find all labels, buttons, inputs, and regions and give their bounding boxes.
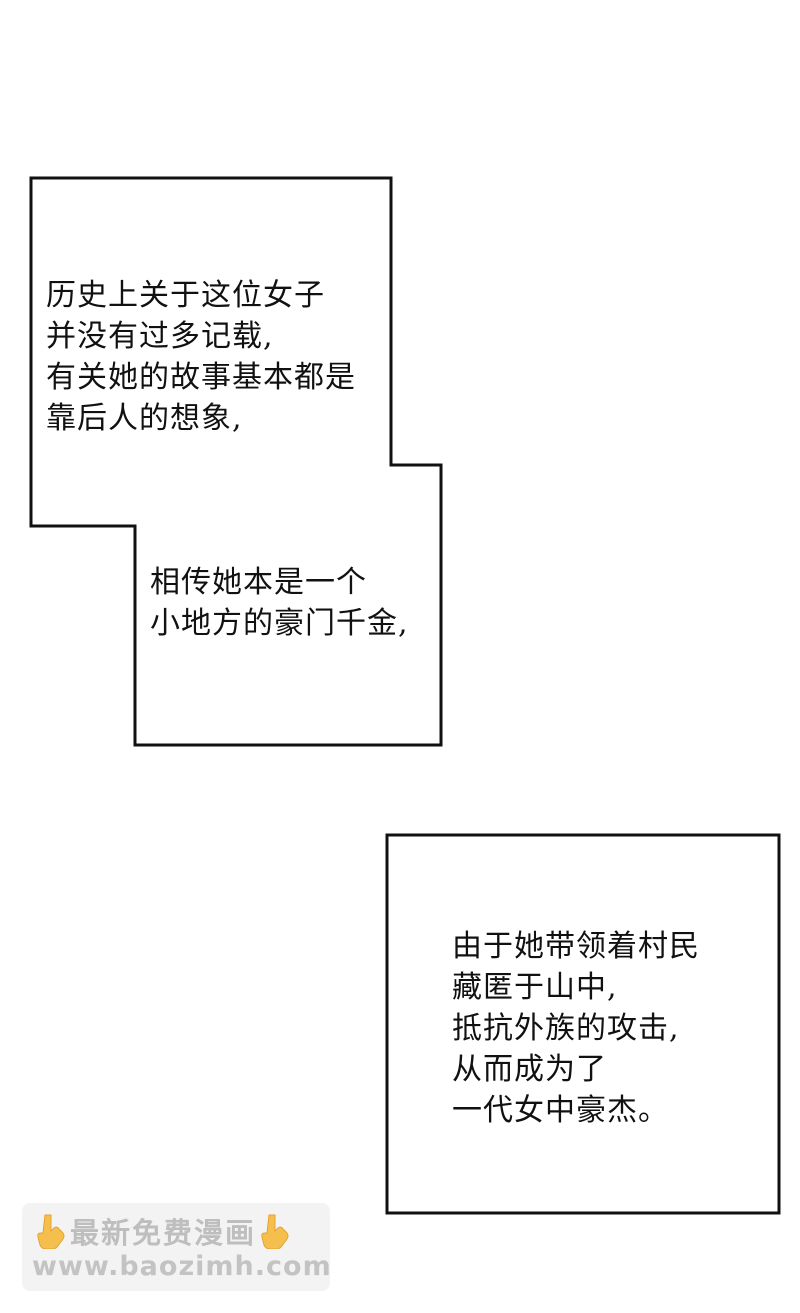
caption-line: 一代女中豪杰。 <box>452 1093 669 1128</box>
caption-line: 小地方的豪门千金, <box>150 606 409 641</box>
watermark-line-2: www.baozimh.com <box>32 1251 332 1282</box>
caption-line: 抵抗外族的攻击, <box>452 1011 680 1046</box>
caption-line: 靠后人的想象, <box>46 401 243 436</box>
caption-text-bottom: 由于她带领着村民 藏匿于山中, 抵抗外族的攻击, 从而成为了 一代女中豪杰。 <box>452 926 700 1131</box>
pointing-down-hand-icon <box>260 1213 290 1250</box>
caption-line: 并没有过多记载, <box>46 319 274 354</box>
caption-line: 相传她本是一个 <box>150 565 367 600</box>
caption-panel-top: 历史上关于这位女子 并没有过多记载, 有关她的故事基本都是 靠后人的想象, 相传… <box>29 176 443 747</box>
caption-line: 历史上关于这位女子 <box>46 278 325 313</box>
caption-panel-top-border <box>29 176 443 747</box>
site-watermark: 最新免费漫画 www.baozimh.com <box>22 1203 332 1291</box>
pointing-down-hand-icon <box>36 1213 66 1250</box>
caption-panel-bottom-border <box>385 833 781 1215</box>
caption-panel-bottom: 由于她带领着村民 藏匿于山中, 抵抗外族的攻击, 从而成为了 一代女中豪杰。 <box>385 833 781 1215</box>
caption-line: 从而成为了 <box>452 1052 607 1087</box>
caption-line: 有关她的故事基本都是 <box>46 360 356 395</box>
caption-line: 藏匿于山中, <box>452 970 618 1005</box>
caption-line: 由于她带领着村民 <box>452 929 700 964</box>
watermark-line-1: 最新免费漫画 <box>70 1216 257 1250</box>
caption-text-upper: 历史上关于这位女子 并没有过多记载, 有关她的故事基本都是 靠后人的想象, <box>46 275 356 439</box>
watermark-headline: 最新免费漫画 <box>36 1211 290 1251</box>
caption-text-lower: 相传她本是一个 小地方的豪门千金, <box>150 562 409 644</box>
